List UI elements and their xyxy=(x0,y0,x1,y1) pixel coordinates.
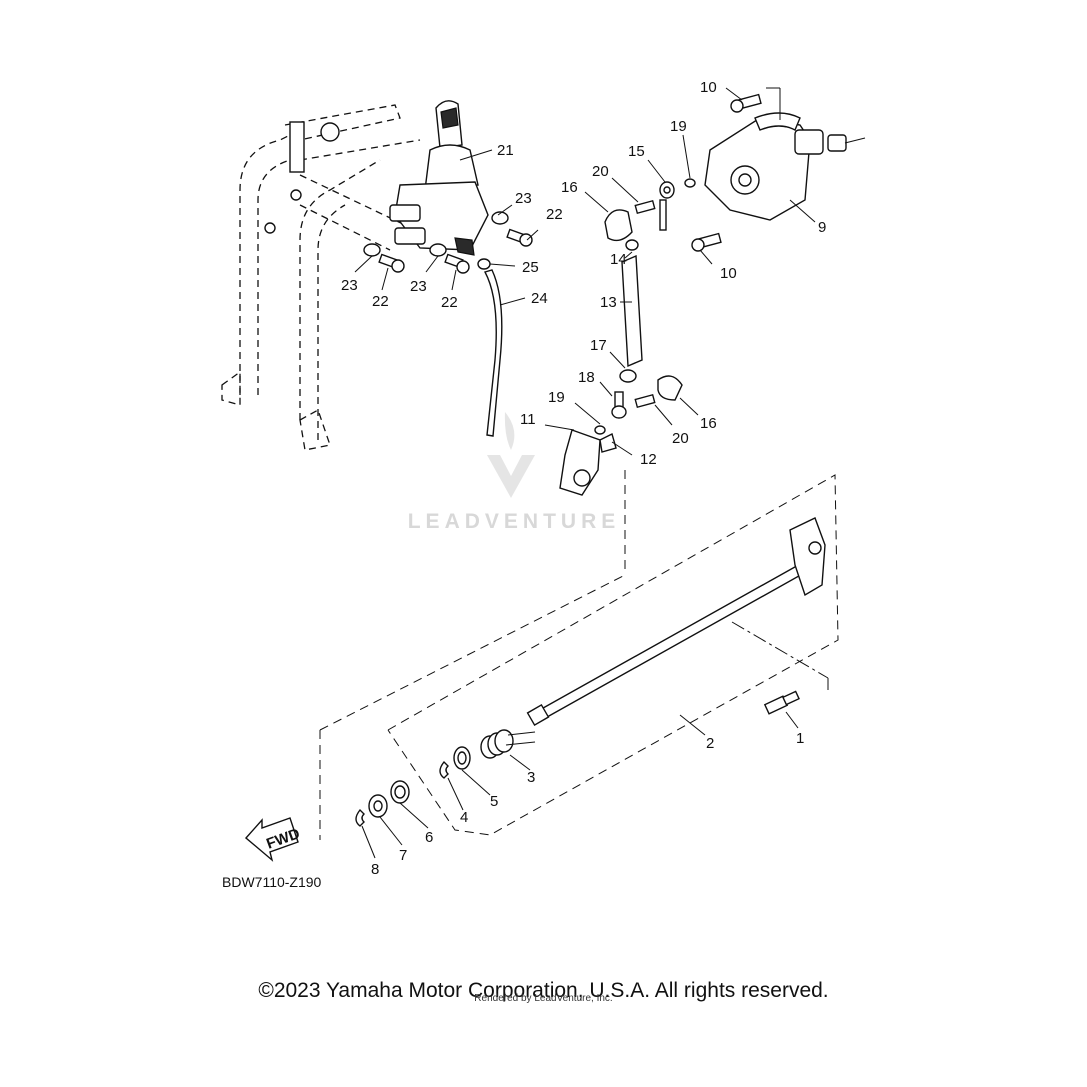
callout-14: 14 xyxy=(610,251,627,268)
callout-2: 2 xyxy=(706,735,714,752)
spring-3 xyxy=(480,729,536,759)
upper-joint-parts xyxy=(604,178,696,368)
shift-shaft-dashed-box xyxy=(319,470,839,840)
callout-10-top: 10 xyxy=(700,79,717,96)
callout-18: 18 xyxy=(578,369,595,386)
cable-24-and-clip-25 xyxy=(477,258,503,437)
callout-5: 5 xyxy=(490,793,498,810)
callout-17: 17 xyxy=(590,337,607,354)
callout-6: 6 xyxy=(425,829,433,846)
shift-shaft-2 xyxy=(526,517,826,727)
callout-12: 12 xyxy=(640,451,657,468)
callout-8: 8 xyxy=(371,861,379,878)
callout-21: 21 xyxy=(497,142,514,159)
callout-23-left: 23 xyxy=(341,277,358,294)
callout-15: 15 xyxy=(628,143,645,160)
render-note: Rendered by LeadVenture, Inc. xyxy=(474,993,613,1004)
diagram-code: BDW7110-Z190 xyxy=(222,874,322,890)
callout-19-top: 19 xyxy=(670,118,687,135)
callout-16-top: 16 xyxy=(561,179,578,196)
watermark-text: LEADVENTURE xyxy=(407,510,621,533)
callout-22-left: 22 xyxy=(372,293,389,310)
copyright-notice: ©2023 Yamaha Motor Corporation, U.S.A. A… xyxy=(258,979,829,1002)
callout-9: 9 xyxy=(818,219,826,236)
callout-1: 1 xyxy=(796,730,804,747)
callout-3: 3 xyxy=(527,769,535,786)
callout-20-bottom: 20 xyxy=(672,430,689,447)
bolt-1 xyxy=(763,690,800,715)
washers-and-clips xyxy=(355,746,471,827)
callout-22-right: 22 xyxy=(546,206,563,223)
lower-joint-parts xyxy=(559,369,683,496)
callout-labels: 1 2 3 4 5 6 7 8 9 10 10 11 12 13 14 15 1… xyxy=(341,79,826,878)
callout-25: 25 xyxy=(522,259,539,276)
callout-23-right: 23 xyxy=(515,190,532,207)
callout-11: 11 xyxy=(520,411,536,428)
shift-lever-assembly xyxy=(389,100,489,256)
callout-22-mid: 22 xyxy=(441,294,458,311)
callout-20-top: 20 xyxy=(592,163,609,180)
callout-19-bottom: 19 xyxy=(548,389,565,406)
callout-13: 13 xyxy=(600,294,617,311)
leader-lines xyxy=(354,87,816,859)
shift-position-unit-9 xyxy=(704,112,866,221)
callout-10-bottom: 10 xyxy=(720,265,737,282)
watermark-emblem xyxy=(487,412,535,498)
washers-and-bolts-left xyxy=(363,211,533,274)
callout-23-mid: 23 xyxy=(410,278,427,295)
bolts-10 xyxy=(691,93,762,252)
vehicle-frame xyxy=(221,104,421,451)
callout-24: 24 xyxy=(531,290,548,307)
callout-4: 4 xyxy=(460,809,468,826)
fwd-arrow: FWD xyxy=(245,817,302,862)
callout-7: 7 xyxy=(399,847,407,864)
callout-16-bottom: 16 xyxy=(700,415,717,432)
